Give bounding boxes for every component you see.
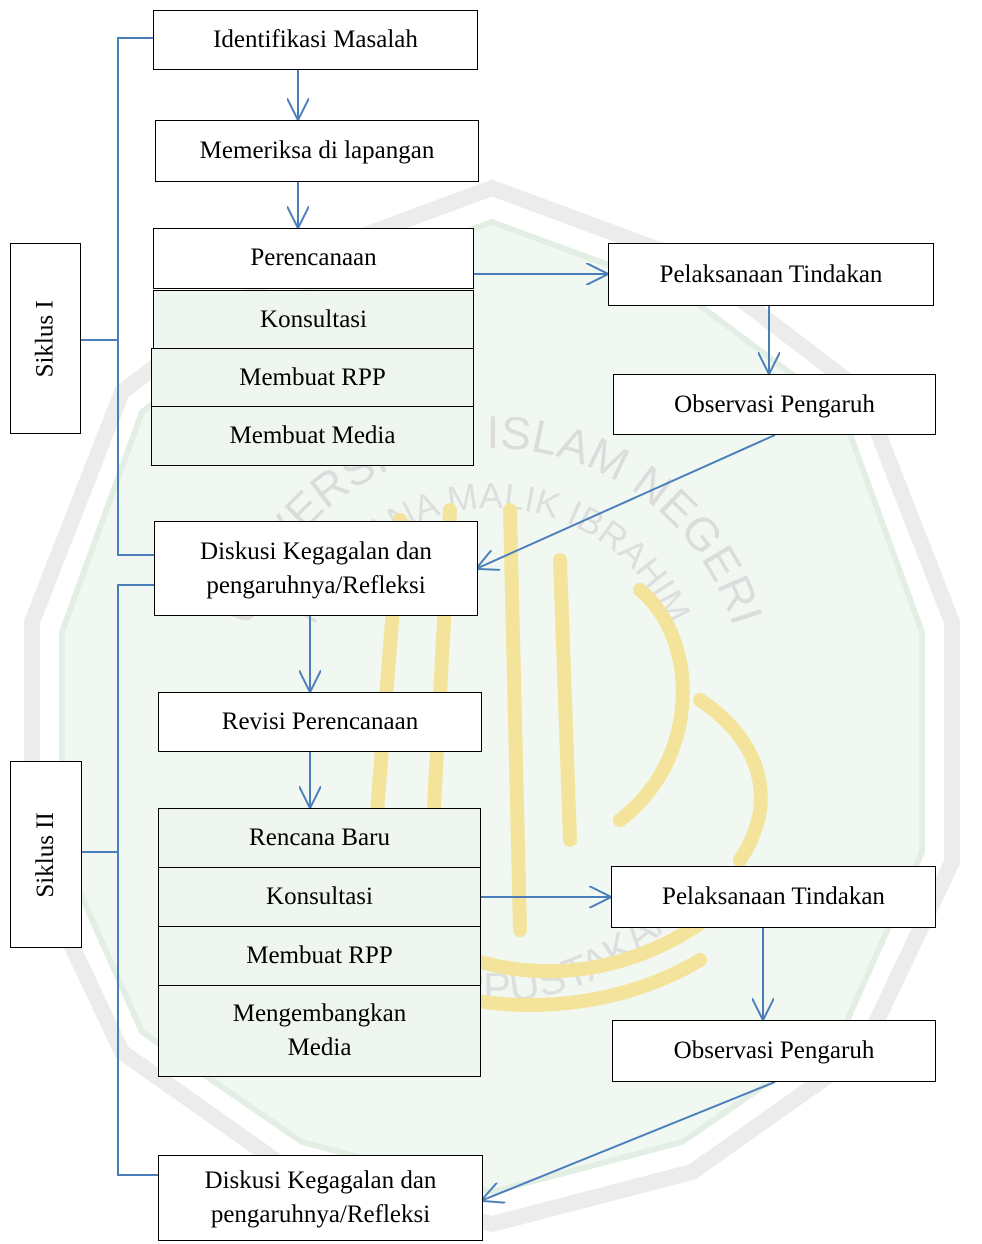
consult2-box: Konsultasi (158, 867, 481, 927)
observe2-box: Observasi Pengaruh (612, 1020, 936, 1082)
cycle1-bracket (117, 37, 155, 556)
develop-media-box: Mengembangkan Media (158, 985, 481, 1077)
identify-problem-box: Identifikasi Masalah (153, 10, 478, 70)
revise-planning-text: Revisi Perencanaan (221, 708, 419, 736)
reflect2-line1: Diskusi Kegagalan dan (204, 1167, 437, 1195)
action2-text: Pelaksanaan Tindakan (662, 883, 885, 911)
develop-media-line2: Media (287, 1034, 352, 1061)
reflect2-line2: pengaruhnya/Refleksi (210, 1201, 431, 1228)
cycle2-label-text: Siklus II (32, 811, 60, 898)
make-media-text: Membuat Media (229, 422, 396, 450)
arrow-observe2-to-reflect2 (483, 1081, 776, 1200)
check-field-box: Memeriksa di lapangan (155, 120, 479, 182)
reflect2-box: Diskusi Kegagalan dan pengaruhnya/Reflek… (158, 1155, 483, 1241)
consult1-text: Konsultasi (260, 305, 367, 333)
planning-text: Perencanaan (250, 244, 377, 271)
check-field-text: Memeriksa di lapangan (199, 137, 435, 165)
make-rpp2-box: Membuat RPP (158, 926, 481, 986)
observe1-box: Observasi Pengaruh (613, 374, 936, 435)
reflect1-line1: Diskusi Kegagalan dan (200, 537, 432, 565)
identify-problem-text: Identifikasi Masalah (213, 26, 418, 54)
new-plan-box: Rencana Baru (158, 808, 481, 868)
observe1-text: Observasi Pengaruh (674, 390, 875, 418)
consult1-box: Konsultasi (153, 290, 474, 349)
reflect1-line2: pengaruhnya/Refleksi (206, 571, 426, 599)
develop-media-line1: Mengembangkan (232, 1000, 407, 1028)
new-plan-text: Rencana Baru (249, 824, 390, 852)
action1-box: Pelaksanaan Tindakan (608, 243, 934, 306)
make-rpp2-text: Membuat RPP (246, 942, 393, 970)
cycle1-label: Siklus I (10, 243, 81, 434)
revise-planning-box: Revisi Perencanaan (158, 692, 482, 752)
make-rpp1-box: Membuat RPP (151, 348, 474, 407)
cycle2-label: Siklus II (10, 761, 82, 948)
action1-text: Pelaksanaan Tindakan (659, 260, 883, 288)
cycle1-label-text: Siklus I (31, 299, 59, 378)
make-media-box: Membuat Media (151, 406, 474, 466)
arrow-observe1-to-reflect1 (478, 434, 776, 568)
cycle2-bracket (117, 584, 158, 1176)
consult2-text: Konsultasi (266, 883, 373, 911)
reflect1-box: Diskusi Kegagalan dan pengaruhnya/Reflek… (154, 521, 478, 616)
make-rpp1-text: Membuat RPP (239, 363, 386, 391)
observe2-text: Observasi Pengaruh (673, 1037, 875, 1065)
planning-box: Perencanaan (153, 228, 474, 289)
action2-box: Pelaksanaan Tindakan (611, 866, 936, 928)
